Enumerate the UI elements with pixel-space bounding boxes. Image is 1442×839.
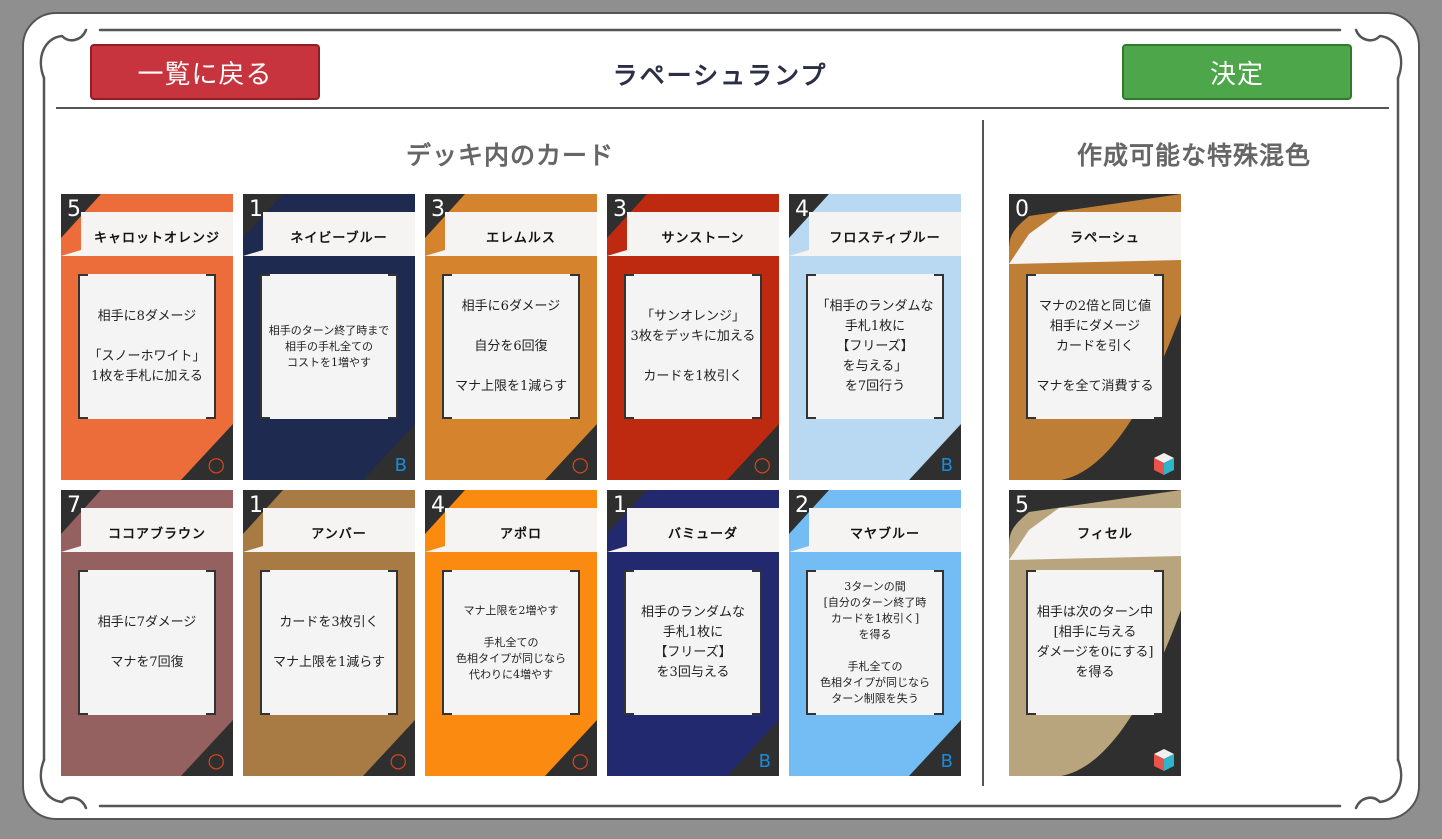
deck-card[interactable]: 2 マヤブルー 3ターンの間 [自分のターン終了時 カードを1枚引く] を得る 手札… <box>789 490 961 776</box>
deck-card[interactable]: 1 バミューダ相手のランダムな 手札1枚に 【フリーズ】 を3回与える B <box>607 490 779 776</box>
card-effect-text: 相手に7ダメージ マナを7回復 <box>78 570 216 715</box>
card-effect-text: 相手のターン終了時まで 相手の手札全ての コストを1増やす <box>260 274 398 419</box>
page-title: ラペーシュランプ <box>612 61 828 90</box>
deck-card[interactable]: 3 エレムルス相手に6ダメージ 自分を6回復 マナ上限を1減らす ○ <box>425 194 597 480</box>
card-name: エレムルス <box>486 230 556 246</box>
deck-card[interactable]: 1 アンバーカードを3枚引く マナ上限を1減らす ○ <box>243 490 415 776</box>
card-effect-text: マナの2倍と同じ値 相手にダメージ カードを引く マナを全て消費する <box>1026 274 1164 419</box>
card-cost: 5 <box>1015 493 1029 518</box>
circle-icon: ○ <box>753 452 771 476</box>
special-mixes-title: 作成可能な特殊混色 <box>1076 141 1311 170</box>
deck-card[interactable]: 5 キャロットオレンジ相手に8ダメージ 「スノーホワイト」 1枚を手札に加える ○ <box>61 194 233 480</box>
deck-card[interactable]: 1 ネイビーブルー相手のターン終了時まで 相手の手札全ての コストを1増やす B <box>243 194 415 480</box>
cube-icon <box>1154 749 1174 771</box>
deck-card[interactable]: 4 アポロマナ上限を2増やす 手札全ての 色相タイプが同じなら 代わりに4増やす ○ <box>425 490 597 776</box>
card-name: サンストーン <box>661 230 745 246</box>
card-name: マヤブルー <box>849 526 920 542</box>
card-effect-text: 「サンオレンジ」 3枚をデッキに加える カードを1枚引く <box>624 274 762 419</box>
deck-cards-title: デッキ内のカード <box>405 141 614 170</box>
card-effect-text: 3ターンの間 [自分のターン終了時 カードを1枚引く] を得る 手札全ての 色相… <box>806 570 944 715</box>
card-cost: 1 <box>249 493 263 518</box>
b-icon: B <box>940 751 953 772</box>
card-name: ネイビーブルー <box>290 230 388 246</box>
card-cost: 4 <box>431 493 445 518</box>
card-cost: 4 <box>795 197 809 222</box>
card-name: フィセル <box>1077 526 1133 542</box>
deck-card[interactable]: 3 サンストーン「サンオレンジ」 3枚をデッキに加える カードを1枚引く ○ <box>607 194 779 480</box>
circle-icon: ○ <box>389 748 407 772</box>
card-name: バミューダ <box>667 526 738 542</box>
card-cost: 1 <box>249 197 263 222</box>
card-cost: 5 <box>67 197 81 222</box>
circle-icon: ○ <box>571 452 589 476</box>
deck-card[interactable]: 7 ココアブラウン相手に7ダメージ マナを7回復 ○ <box>61 490 233 776</box>
card-name: フロスティブルー <box>829 230 941 246</box>
card-cost: 3 <box>613 197 627 222</box>
card-cost: 3 <box>431 197 445 222</box>
card-cost: 2 <box>795 493 809 518</box>
b-icon: B <box>394 455 407 476</box>
circle-icon: ○ <box>207 748 225 772</box>
card-name: ココアブラウン <box>107 526 206 542</box>
special-card[interactable]: 5 フィセル相手は次のターン中 [相手に与える ダメージを0にする] を得る <box>1009 490 1181 776</box>
card-effect-text: 「相手のランダムな 手札1枚に 【フリーズ】 を与える」 を7回行う <box>806 274 944 419</box>
b-icon: B <box>940 455 953 476</box>
deck-card[interactable]: 4 フロスティブルー「相手のランダムな 手札1枚に 【フリーズ】 を与える」 を7… <box>789 194 961 480</box>
circle-icon: ○ <box>207 452 225 476</box>
special-card[interactable]: 0 ラペーシュマナの2倍と同じ値 相手にダメージ カードを引く マナを全て消費する <box>1009 194 1181 480</box>
card-effect-text: 相手に8ダメージ 「スノーホワイト」 1枚を手札に加える <box>78 274 216 419</box>
section-divider <box>982 120 984 786</box>
b-icon: B <box>758 751 771 772</box>
card-name: キャロットオレンジ <box>93 230 220 246</box>
card-effect-text: 相手は次のターン中 [相手に与える ダメージを0にする] を得る <box>1026 570 1164 715</box>
circle-icon: ○ <box>571 748 589 772</box>
card-effect-text: 相手のランダムな 手札1枚に 【フリーズ】 を3回与える <box>624 570 762 715</box>
header-divider <box>56 107 1389 109</box>
card-name: ラペーシュ <box>1070 230 1140 246</box>
card-name: アポロ <box>499 526 542 542</box>
back-to-list-button[interactable]: 一覧に戻る <box>90 44 320 100</box>
card-cost: 0 <box>1015 197 1029 222</box>
card-name: アンバー <box>311 526 367 542</box>
card-cost: 1 <box>613 493 627 518</box>
card-effect-text: 相手に6ダメージ 自分を6回復 マナ上限を1減らす <box>442 274 580 419</box>
cube-icon <box>1154 453 1174 475</box>
confirm-button[interactable]: 決定 <box>1122 44 1352 100</box>
card-cost: 7 <box>67 493 81 518</box>
card-effect-text: マナ上限を2増やす 手札全ての 色相タイプが同じなら 代わりに4増やす <box>442 570 580 715</box>
card-effect-text: カードを3枚引く マナ上限を1減らす <box>260 570 398 715</box>
